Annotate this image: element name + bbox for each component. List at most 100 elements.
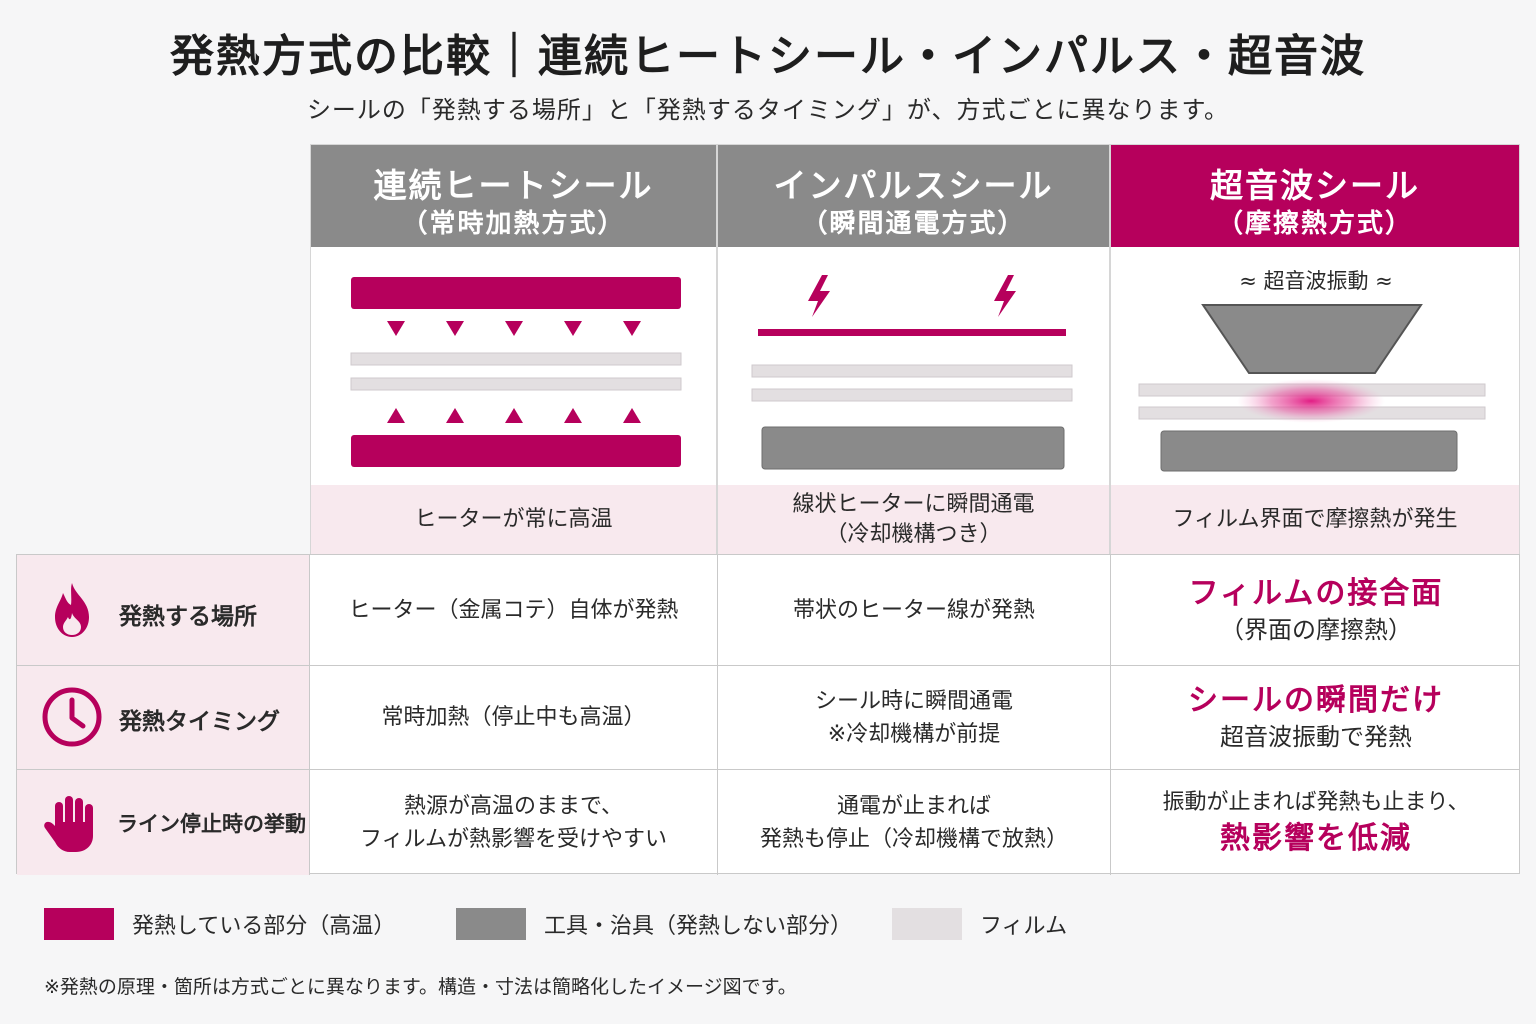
heater-wire bbox=[758, 329, 1066, 336]
column-header: インパルスシール （瞬間通電方式） bbox=[718, 145, 1109, 247]
legend-swatch bbox=[44, 908, 114, 940]
table-cell: 帯状のヒーター線が発熱 bbox=[718, 555, 1111, 665]
cell-line: 通電が止まれば bbox=[836, 793, 991, 819]
ultrasonic-diagram: ≈ 超音波振動 ≈ bbox=[1111, 247, 1519, 485]
legend-label: 発熱している部分（高温） bbox=[132, 914, 396, 939]
impulse-svg bbox=[751, 275, 1073, 470]
method-subtitle: （摩擦熱方式） bbox=[1216, 209, 1413, 239]
page-subtitle: シールの「発熱する場所」と「発熱するタイミング」が、方式ごとに異なります。 bbox=[306, 96, 1230, 124]
page-title: 発熱方式の比較｜連続ヒートシール・インパルス・超音波 bbox=[170, 31, 1366, 82]
caption-line: （冷却機構つき） bbox=[825, 522, 1002, 547]
cell-line: 振動が止まれば発熱も止まり、 bbox=[1162, 790, 1470, 815]
lower-heater-bar bbox=[351, 435, 681, 467]
table-row: 発熱タイミング 常時加熱（停止中も高温） シール時に瞬間通電 ※冷却機構が前提 … bbox=[17, 665, 1519, 769]
arrow-up-icon bbox=[446, 408, 464, 423]
table-cell: ヒーター（金属コテ）自体が発熱 bbox=[310, 555, 718, 665]
ultrasonic-horn bbox=[1201, 304, 1423, 374]
cell-line: 超音波振動で発熱 bbox=[1220, 723, 1412, 751]
arrow-up-icon bbox=[387, 408, 405, 423]
arrow-down-icon bbox=[564, 321, 582, 336]
method-name: インパルスシール bbox=[773, 166, 1054, 205]
row-header: ライン停止時の挙動 bbox=[17, 770, 310, 875]
cell-line: 熱源が高温のままで、 bbox=[403, 793, 624, 819]
continuous-heat-svg bbox=[350, 277, 682, 467]
column-impulse-seal: インパルスシール （瞬間通電方式） 線状ヒーターに瞬間通電 （冷却機構つき） bbox=[717, 144, 1110, 555]
legend-label: フィルム bbox=[980, 914, 1068, 939]
legend-item-film: フィルム bbox=[892, 906, 1067, 942]
lightning-icon bbox=[994, 275, 1016, 317]
film-layer-bottom bbox=[751, 388, 1073, 402]
ultrasonic-svg bbox=[1138, 304, 1486, 472]
caption-line: 線状ヒーターに瞬間通電 bbox=[792, 492, 1035, 517]
row-header: 発熱する場所 bbox=[17, 555, 310, 665]
cell-accent: フィルムの接合面 bbox=[1188, 575, 1444, 611]
method-caption: ヒーターが常に高温 bbox=[311, 485, 716, 555]
table-cell: シールの瞬間だけ 超音波振動で発熱 bbox=[1111, 666, 1521, 769]
method-name: 連続ヒートシール bbox=[373, 166, 654, 205]
arrow-down-icon bbox=[505, 321, 523, 336]
cell-accent: シールの瞬間だけ bbox=[1188, 683, 1444, 718]
legend-swatch bbox=[456, 908, 526, 940]
table-cell: 振動が止まれば発熱も止まり、 熱影響を低減 bbox=[1111, 770, 1521, 875]
column-ultrasonic-seal: 超音波シール （摩擦熱方式） ≈ 超音波振動 ≈ フィルム界面で摩擦熱が発生 bbox=[1110, 144, 1520, 555]
impulse-diagram bbox=[718, 247, 1109, 485]
caption-line: フィルム界面で摩擦熱が発生 bbox=[1172, 507, 1458, 532]
row-label: 発熱する場所 bbox=[119, 604, 257, 630]
cell-line: ヒーター（金属コテ）自体が発熱 bbox=[348, 597, 679, 623]
film-layer-top bbox=[751, 364, 1073, 378]
comparison-table: 発熱する場所 ヒーター（金属コテ）自体が発熱 帯状のヒーター線が発熱 フィルムの… bbox=[16, 554, 1520, 875]
legend-item-heat: 発熱している部分（高温） bbox=[44, 906, 395, 942]
upward-heat-arrows bbox=[387, 408, 641, 423]
film-layer-top bbox=[350, 352, 682, 366]
cell-line: ※冷却機構が前提 bbox=[827, 721, 1001, 747]
row-header: 発熱タイミング bbox=[17, 666, 310, 769]
caption-line: ヒーターが常に高温 bbox=[414, 507, 613, 532]
method-caption: フィルム界面で摩擦熱が発生 bbox=[1111, 485, 1519, 555]
continuous-heat-diagram bbox=[311, 247, 716, 485]
arrow-down-icon bbox=[446, 321, 464, 336]
anvil-block bbox=[761, 426, 1065, 470]
table-row: 発熱する場所 ヒーター（金属コテ）自体が発熱 帯状のヒーター線が発熱 フィルムの… bbox=[17, 555, 1519, 665]
table-cell: フィルムの接合面 （界面の摩擦熱） bbox=[1111, 555, 1521, 665]
arrow-up-icon bbox=[505, 408, 523, 423]
table-cell: シール時に瞬間通電 ※冷却機構が前提 bbox=[718, 666, 1111, 769]
arrow-down-icon bbox=[623, 321, 641, 336]
vibration-label: ≈ 超音波振動 ≈ bbox=[1239, 269, 1393, 293]
anvil-block bbox=[1160, 430, 1458, 472]
legend-swatch bbox=[892, 908, 962, 940]
cell-line: （界面の摩擦熱） bbox=[1220, 615, 1412, 644]
downward-heat-arrows bbox=[387, 321, 641, 336]
column-continuous-heat-seal: 連続ヒートシール （常時加熱方式） ヒーターが常 bbox=[310, 144, 717, 555]
table-cell: 常時加熱（停止中も高温） bbox=[310, 666, 718, 769]
method-name: 超音波シール bbox=[1210, 166, 1420, 205]
cell-accent: 熱影響を低減 bbox=[1220, 821, 1412, 856]
method-subtitle: （常時加熱方式） bbox=[401, 209, 626, 239]
arrow-down-icon bbox=[387, 321, 405, 336]
cell-line: シール時に瞬間通電 bbox=[814, 688, 1013, 714]
cell-line: フィルムが熱影響を受けやすい bbox=[359, 826, 668, 852]
film-layer-bottom bbox=[350, 377, 682, 391]
cell-line: 発熱も停止（冷却機構で放熱） bbox=[759, 826, 1068, 852]
row-label: ライン停止時の挙動 bbox=[117, 812, 306, 836]
footnote: ※発熱の原理・箇所は方式ごとに異なります。構造・寸法は簡略化したイメージ図です。 bbox=[44, 976, 797, 998]
friction-heat-glow bbox=[1237, 379, 1385, 423]
cell-line: 常時加熱（停止中も高温） bbox=[381, 705, 646, 730]
lightning-icon bbox=[808, 275, 830, 317]
table-cell: 熱源が高温のままで、 フィルムが熱影響を受けやすい bbox=[310, 770, 718, 875]
legend-item-tool: 工具・治具（発熱しない部分） bbox=[456, 906, 852, 942]
table-cell: 通電が止まれば 発熱も停止（冷却機構で放熱） bbox=[718, 770, 1111, 875]
clock-icon bbox=[42, 687, 102, 747]
arrow-up-icon bbox=[623, 408, 641, 423]
column-header: 連続ヒートシール （常時加熱方式） bbox=[311, 145, 716, 247]
method-caption: 線状ヒーターに瞬間通電 （冷却機構つき） bbox=[718, 485, 1109, 555]
column-header: 超音波シール （摩擦熱方式） bbox=[1111, 145, 1519, 247]
method-subtitle: （瞬間通電方式） bbox=[801, 209, 1026, 239]
legend-label: 工具・治具（発熱しない部分） bbox=[544, 914, 853, 939]
hand-stop-icon bbox=[44, 796, 93, 852]
upper-heater-bar bbox=[351, 277, 681, 309]
row-label: 発熱タイミング bbox=[119, 709, 280, 735]
arrow-up-icon bbox=[564, 408, 582, 423]
cell-line: 帯状のヒーター線が発熱 bbox=[792, 597, 1035, 623]
table-row: ライン停止時の挙動 熱源が高温のままで、 フィルムが熱影響を受けやすい 通電が止… bbox=[17, 769, 1519, 875]
flame-icon bbox=[55, 583, 89, 637]
